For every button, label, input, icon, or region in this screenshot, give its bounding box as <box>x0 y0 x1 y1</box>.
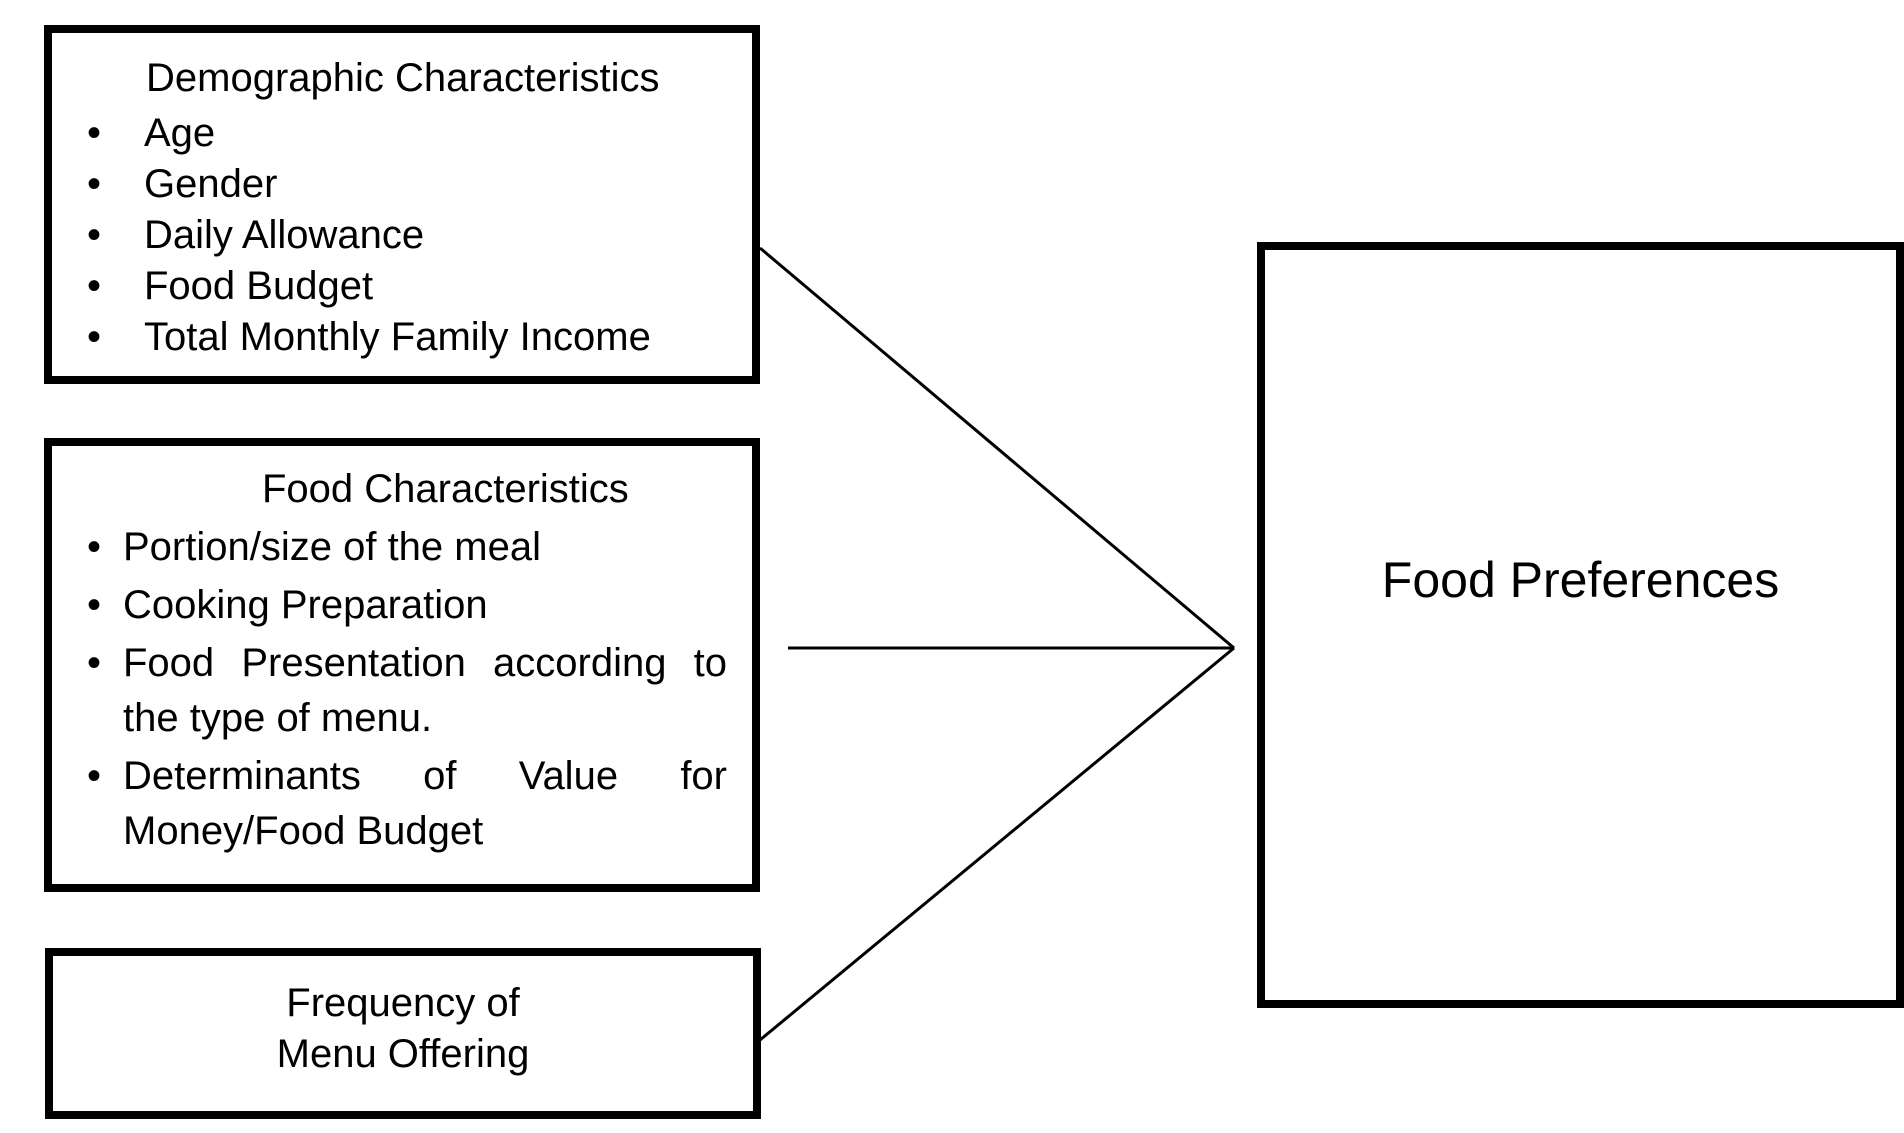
frequency-box-label: Frequency of Menu Offering <box>53 978 753 1080</box>
demographic-item-daily-allowance: Daily Allowance <box>144 213 425 257</box>
food-item-value-for-money: Determinants of Value for Money/Food Bud… <box>123 754 727 853</box>
food-item-portion: Portion/size of the meal <box>123 525 541 569</box>
food-characteristics-box: Food Characteristics • Portion/size of th… <box>44 438 760 892</box>
food-item-cooking: Cooking Preparation <box>123 583 488 627</box>
list-item: • Cooking Preparation <box>87 578 727 633</box>
list-item: • Food Presentation according to the type… <box>87 636 727 746</box>
bullet-icon: • <box>87 213 102 257</box>
food-items-list: • Portion/size of the meal • Cooking Prepa… <box>87 520 727 862</box>
demographic-item-gender: Gender <box>144 162 278 206</box>
demographic-box-title: Demographic Characteristics <box>146 56 660 100</box>
list-item: • Total Monthly Family Income <box>87 312 727 363</box>
list-item: • Age <box>87 108 727 159</box>
connector-demographic-to-outcome <box>759 246 1235 650</box>
bullet-icon: • <box>87 162 102 206</box>
food-preferences-box: Food Preferences <box>1257 242 1904 1008</box>
frequency-box-line2: Menu Offering <box>276 1032 530 1076</box>
demographic-characteristics-box: Demographic Characteristics • Age • Gender… <box>44 25 760 384</box>
frequency-of-menu-offering-box: Frequency of Menu Offering <box>45 948 761 1119</box>
bullet-icon: • <box>87 754 102 798</box>
demographic-item-food-budget: Food Budget <box>144 264 374 308</box>
list-item: • Gender <box>87 159 727 210</box>
list-item: • Portion/size of the meal <box>87 520 727 575</box>
demographic-item-age: Age <box>144 111 216 155</box>
demographic-items-list: • Age • Gender • Daily Allowance • Food Budg… <box>87 108 727 363</box>
food-preferences-label: Food Preferences <box>1381 552 1780 608</box>
list-item: • Food Budget <box>87 261 727 312</box>
list-item: • Determinants of Value for Money/Food Bu… <box>87 749 727 859</box>
food-box-title: Food Characteristics <box>262 467 629 511</box>
bullet-icon: • <box>87 525 102 569</box>
bullet-icon: • <box>87 264 102 308</box>
frequency-box-line1: Frequency of <box>286 981 520 1025</box>
bullet-icon: • <box>87 641 102 685</box>
bullet-icon: • <box>87 315 102 359</box>
food-item-presentation: Food Presentation according to the type … <box>123 641 727 740</box>
demographic-item-family-income: Total Monthly Family Income <box>144 315 651 359</box>
connector-frequency-to-outcome <box>759 646 1235 1042</box>
bullet-icon: • <box>87 583 102 627</box>
bullet-icon: • <box>87 111 102 155</box>
list-item: • Daily Allowance <box>87 210 727 261</box>
